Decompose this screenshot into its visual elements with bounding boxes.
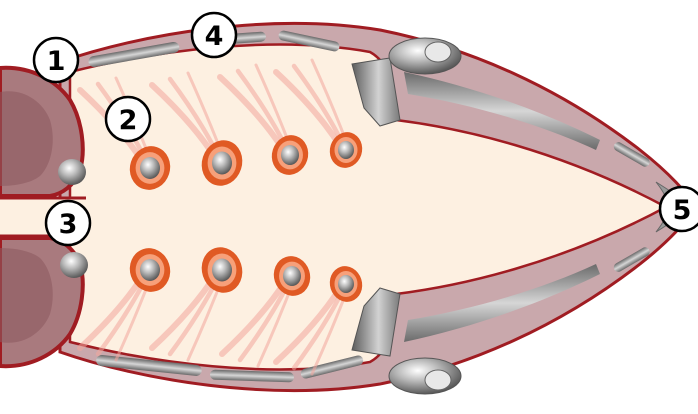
marker-5: 5 bbox=[660, 187, 698, 231]
marker-4: 4 bbox=[192, 13, 236, 57]
marker-3-label: 3 bbox=[59, 209, 78, 240]
receptor-bead bbox=[338, 275, 354, 293]
marker-2: 2 bbox=[106, 97, 150, 141]
marker-1: 1 bbox=[34, 38, 78, 82]
outer-knob-bottom bbox=[389, 358, 461, 394]
receptor-bead bbox=[140, 157, 160, 179]
marker-1-label: 1 bbox=[47, 46, 66, 77]
marker-3: 3 bbox=[46, 201, 90, 245]
receptor-bead bbox=[212, 152, 232, 175]
receptor-bead bbox=[212, 259, 232, 282]
receptor-bead bbox=[283, 266, 301, 286]
marker-2-label: 2 bbox=[119, 105, 138, 136]
receptor-bead bbox=[140, 259, 160, 281]
receptor-bead bbox=[338, 141, 354, 159]
marker-5-label: 5 bbox=[673, 195, 692, 226]
receptor-bead bbox=[281, 145, 299, 165]
outer-knob-top bbox=[389, 38, 461, 74]
marker-4-label: 4 bbox=[205, 21, 224, 52]
